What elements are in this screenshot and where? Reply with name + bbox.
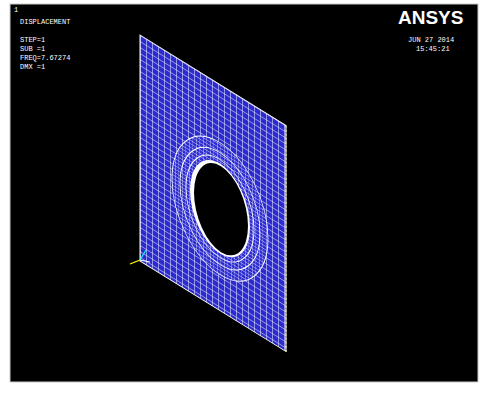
max-displacement: DMX =1 bbox=[20, 63, 45, 71]
plot-time: 15:45:21 bbox=[416, 45, 450, 53]
graphics-window bbox=[10, 4, 478, 382]
plate-mesh bbox=[140, 35, 286, 352]
window-number: 1 bbox=[14, 6, 18, 14]
axis-triad bbox=[130, 250, 150, 264]
plot-title: DISPLACEMENT bbox=[20, 18, 70, 26]
frequency-info: FREQ=7.67274 bbox=[20, 54, 70, 62]
hole bbox=[194, 149, 248, 268]
software-logo: ANSYS bbox=[398, 8, 463, 28]
step-info: STEP=1 bbox=[20, 36, 45, 44]
plot-date: JUN 27 2014 bbox=[408, 36, 454, 44]
substep-info: SUB =1 bbox=[20, 45, 45, 53]
